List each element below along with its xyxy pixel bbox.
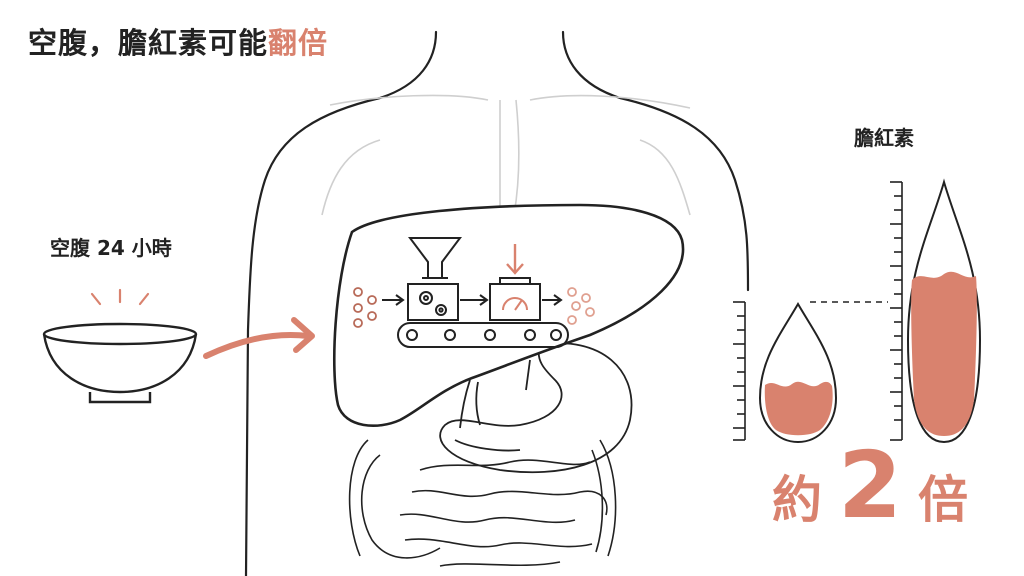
result-prefix: 約 xyxy=(771,471,822,529)
ruler-icon-right xyxy=(890,181,903,441)
chest-lines xyxy=(321,94,691,216)
page-title: 空腹，膽紅素可能翻倍 xyxy=(28,20,328,62)
conveyor-icon xyxy=(397,322,569,348)
stomach-icon xyxy=(439,342,633,474)
gear-icon xyxy=(419,291,447,316)
result-number: 2 xyxy=(837,432,902,539)
fasting-label: 空腹 24 小時 xyxy=(50,236,172,260)
result-suffix: 倍 xyxy=(918,471,968,529)
output-molecules xyxy=(567,287,595,325)
droplet-large xyxy=(906,178,982,444)
empty-indicator-icon xyxy=(90,288,150,306)
arrow-icon xyxy=(203,317,315,359)
droplet-small xyxy=(758,302,838,444)
input-arrow-icon xyxy=(506,244,524,275)
bowl-icon xyxy=(42,322,198,404)
funnel-icon xyxy=(408,237,462,279)
ruler-icon-left xyxy=(733,301,746,441)
title-highlight: 翻倍 xyxy=(268,26,329,60)
processing-machine xyxy=(382,237,569,348)
intestines-icon xyxy=(348,439,617,567)
body-outline xyxy=(244,30,750,576)
gauge-icon xyxy=(502,297,528,311)
bilirubin-label: 膽紅素 xyxy=(854,126,914,150)
result-label: 約 2 倍 xyxy=(760,440,980,532)
input-molecules xyxy=(353,287,377,328)
title-prefix: 空腹，膽紅素可能 xyxy=(28,26,269,60)
